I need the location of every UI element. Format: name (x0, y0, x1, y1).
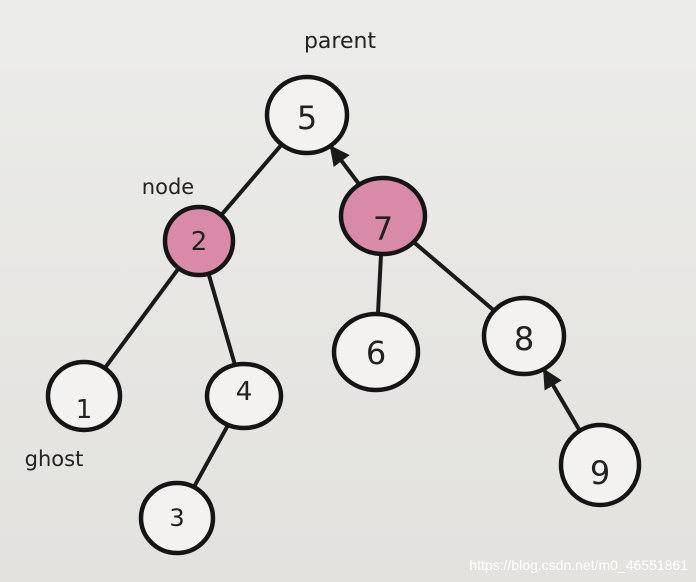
node-label: 6 (366, 334, 386, 372)
tree-node-6: 6 (331, 311, 421, 393)
edge-n9-n8 (543, 368, 582, 432)
node-circle (481, 295, 567, 377)
node-circle (338, 175, 428, 257)
edge-n2-n4 (206, 272, 237, 366)
edge-n2-n1 (103, 267, 181, 370)
tree-node-9: 9 (558, 422, 642, 508)
node-label: 5 (297, 99, 317, 137)
node-circle (331, 311, 421, 393)
node-circle (138, 480, 216, 556)
annotation-ghost: ghost (25, 447, 84, 471)
node-circle (558, 422, 642, 508)
edges (103, 143, 582, 489)
node-label: 3 (169, 504, 184, 532)
edge-n7-n5 (329, 145, 361, 186)
edge-n5-n2 (219, 143, 284, 217)
node-label: 8 (514, 320, 534, 358)
tree-node-5: 5 (264, 74, 350, 156)
tree-node-4: 4 (204, 361, 284, 431)
watermark-text: https://blog.csdn.net/m0_46551861 (469, 557, 688, 573)
tree-node-7: 7 (338, 175, 428, 257)
annotation-node: node (142, 175, 194, 199)
nodes: 5 2 7 1 4 6 8 3 9 (45, 74, 642, 556)
node-label: 2 (191, 227, 208, 257)
tree-node-1: 1 (45, 359, 123, 433)
node-circle (264, 74, 350, 156)
node-circle (162, 204, 236, 278)
tree-node-8: 8 (481, 295, 567, 377)
node-label: 9 (590, 454, 610, 492)
node-label: 4 (236, 377, 253, 407)
tree-node-2: 2 (162, 204, 236, 278)
edge-n4-n3 (192, 423, 230, 489)
node-circle (204, 361, 284, 431)
node-circle (45, 359, 123, 433)
annotation-parent: parent (304, 29, 376, 54)
node-label: 1 (76, 395, 93, 425)
edge-n7-n8 (412, 240, 496, 312)
edge-n7-n6 (376, 253, 383, 315)
node-label: 7 (373, 210, 393, 248)
tree-node-3: 3 (138, 480, 216, 556)
